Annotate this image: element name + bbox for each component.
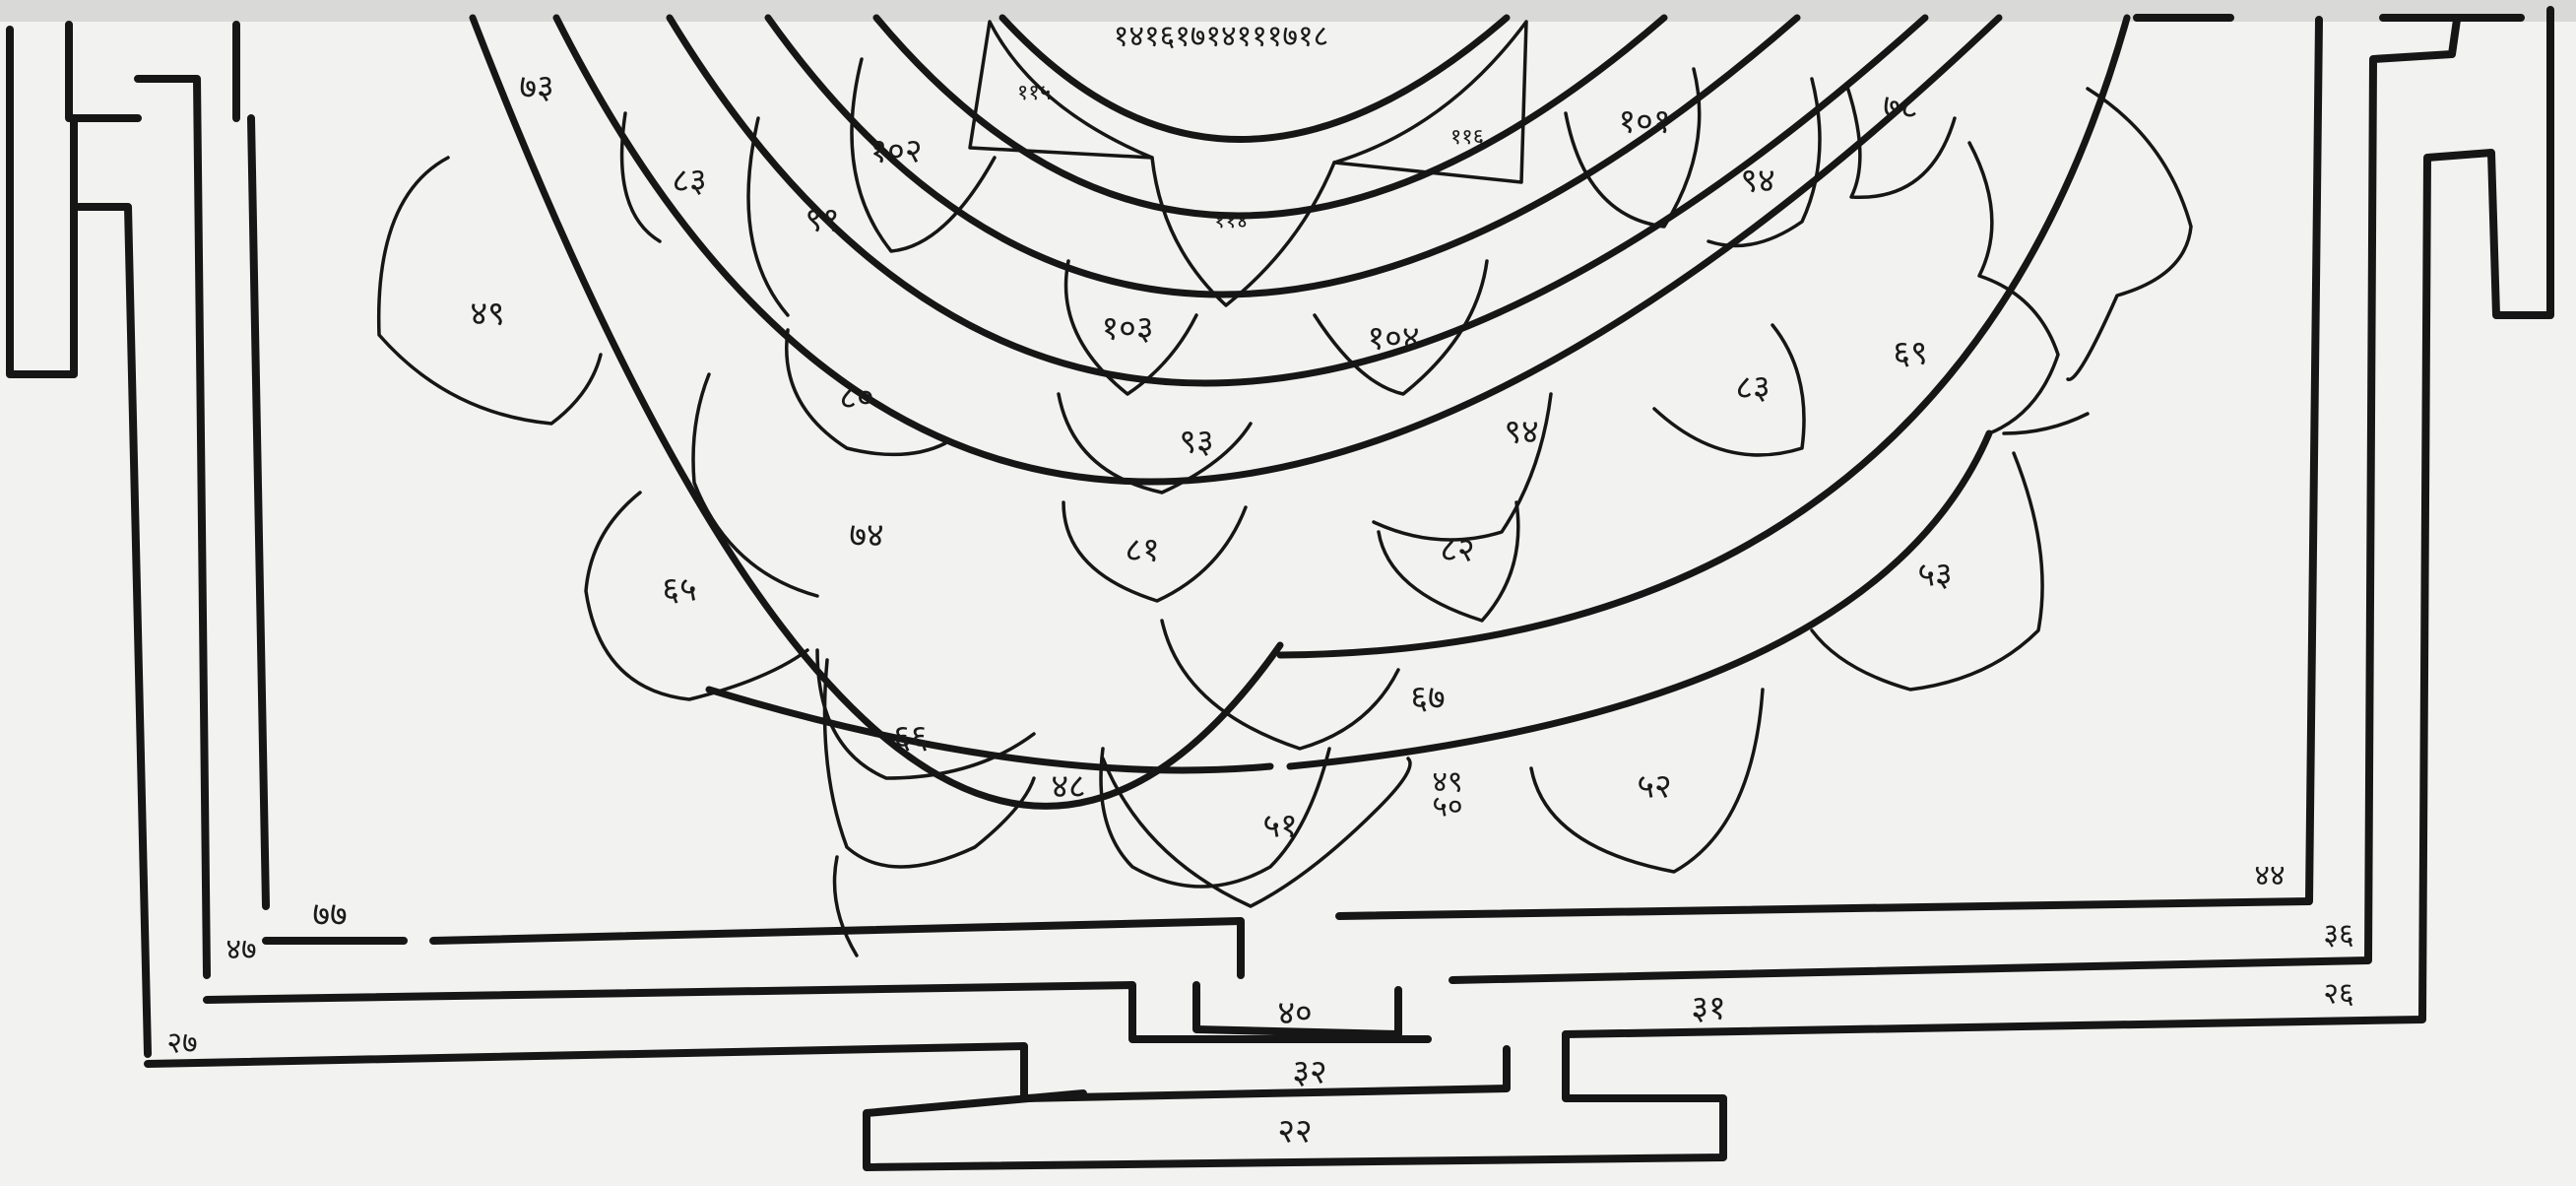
petal-label-94b: ९४ bbox=[1504, 413, 1538, 452]
petal-label-91a: ९१ bbox=[805, 201, 839, 240]
gate-label-left-top: ७७ bbox=[312, 895, 347, 935]
petal-r3-8 bbox=[1654, 325, 1804, 455]
petal-label-103: १०३ bbox=[1101, 309, 1153, 349]
labels: १४१६१७१४१११७१८ ११५ ११६ ११४ १०२ १०१ १०३ १… bbox=[166, 20, 2353, 1152]
petal-label-69: ६९ bbox=[1893, 334, 1927, 373]
petal-label-83a: ८३ bbox=[672, 162, 706, 201]
top-inscription: १४१६१७१४१११७१८ bbox=[1114, 20, 1328, 54]
petal-outer-left-3 bbox=[693, 374, 817, 596]
left-wall-inner bbox=[236, 25, 266, 906]
gate-label-left-corner-1: ४७ bbox=[225, 933, 256, 967]
gate-label-left-corner-3: २७ bbox=[166, 1026, 197, 1061]
inner-petal-label-2: ११६ bbox=[1450, 125, 1484, 150]
gate-label-right-mid: ३१ bbox=[1691, 989, 1725, 1028]
left-wall-mid bbox=[138, 79, 207, 975]
petal-label-67: ६७ bbox=[1410, 679, 1445, 718]
petal-outer-left-5 bbox=[835, 857, 858, 955]
right-wall-inner bbox=[1339, 20, 2319, 916]
petal-label-83b: ८३ bbox=[1735, 368, 1770, 408]
inner-petal-label-3: ११४ bbox=[1214, 209, 1248, 233]
ring-arc-7b bbox=[1290, 433, 1989, 766]
petal-label-82: ८२ bbox=[1440, 531, 1474, 570]
gate-label-1: ४० bbox=[1277, 994, 1312, 1033]
petal-label-52: ५२ bbox=[1637, 767, 1671, 807]
petal-label-74: ७४ bbox=[849, 516, 883, 556]
left-tab bbox=[10, 25, 138, 374]
petal-label-50: ५० bbox=[1432, 790, 1462, 824]
ring-arcs bbox=[473, 18, 2127, 806]
petal-outer-left-1 bbox=[379, 158, 601, 424]
petal-label-104: १०४ bbox=[1367, 319, 1419, 359]
petal-label-73: ७३ bbox=[519, 68, 553, 107]
ring-arc-3 bbox=[768, 18, 1797, 295]
petal-label-101: १०१ bbox=[1618, 102, 1670, 142]
petal-label-49a: ४९ bbox=[470, 295, 504, 334]
petal-label-80: ८० bbox=[839, 378, 873, 418]
left-wall-outer bbox=[79, 207, 148, 1054]
petal-label-51: ५१ bbox=[1262, 807, 1297, 846]
petal-label-78: ७८ bbox=[1883, 88, 1917, 127]
petal-r3-1 bbox=[622, 113, 660, 241]
petal-label-53: ५३ bbox=[1917, 556, 1952, 595]
petal-label-81: ८१ bbox=[1125, 531, 1159, 570]
gate-label-right-corner-2: ३६ bbox=[2323, 918, 2353, 953]
petal-label-94a: ९४ bbox=[1740, 162, 1774, 201]
inner-petal-3 bbox=[1334, 22, 1526, 182]
petal-bottom-5 bbox=[1162, 621, 1398, 749]
petal-label-66: ६६ bbox=[893, 718, 928, 758]
petal-label-65: ६५ bbox=[662, 570, 696, 610]
petal-label-48: ४८ bbox=[1051, 767, 1085, 807]
wall-left-h1 bbox=[266, 921, 1241, 975]
gate-label-2: ३२ bbox=[1292, 1053, 1326, 1092]
gate-label-right-corner-3: २६ bbox=[2323, 977, 2353, 1012]
petal-bottom-3 bbox=[1103, 758, 1410, 906]
ring-arc-5 bbox=[556, 18, 1999, 482]
petal-bottom-1 bbox=[825, 660, 1035, 867]
gate-label-3: २२ bbox=[1277, 1112, 1312, 1152]
petal-r3-2 bbox=[748, 118, 788, 315]
inner-petal-label-1: ११५ bbox=[1017, 81, 1051, 105]
right-wall-outer bbox=[1566, 10, 2550, 1034]
petal-label-93: ९३ bbox=[1179, 423, 1213, 462]
petal-label-102: १०२ bbox=[869, 132, 922, 171]
gate-label-right-corner-1: ४४ bbox=[2254, 859, 2285, 893]
